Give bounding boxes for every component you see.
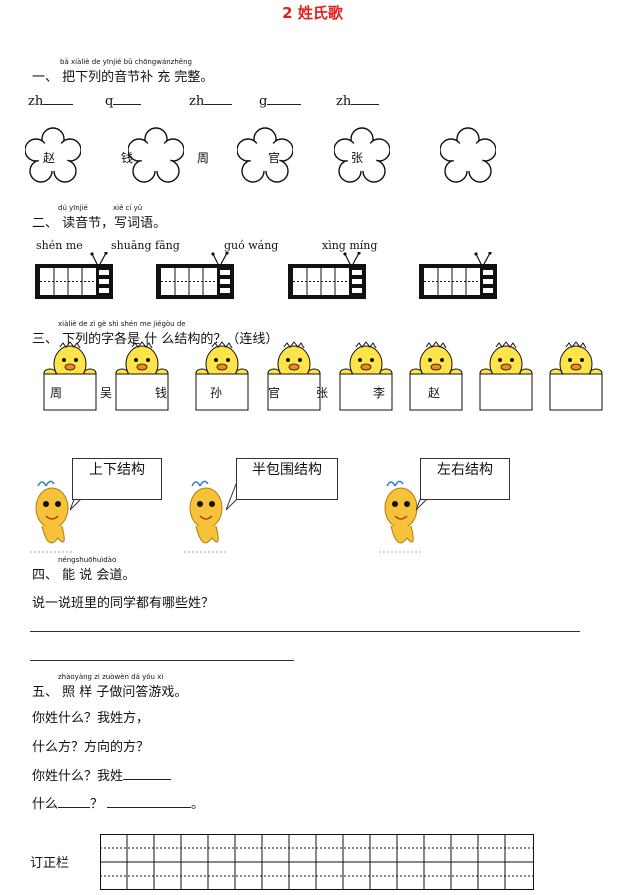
correction-label: 订正栏	[30, 856, 70, 871]
pot-char: 张	[316, 386, 329, 400]
flower-char: 官	[268, 151, 281, 165]
pot-char: 周	[50, 386, 63, 400]
q1-blank-5-prefix: zh	[336, 94, 352, 109]
flower-char: 钱	[121, 151, 134, 165]
flower-icon	[25, 127, 81, 183]
q1-blank-2-prefix: q	[105, 94, 114, 109]
q1-blank-1[interactable]: zh	[28, 92, 74, 109]
answer-blank[interactable]	[123, 767, 172, 780]
pot-char: 钱	[155, 386, 168, 400]
flower-char: 张	[351, 151, 364, 165]
q2-word: shén me	[36, 239, 83, 252]
q1-blank-3-prefix: zh	[189, 94, 205, 109]
flower-icon	[334, 127, 390, 183]
answer-line[interactable]	[30, 631, 580, 632]
tv-writing-box[interactable]	[287, 252, 367, 300]
q5-line-2: 什么方？方向的方？	[32, 740, 150, 755]
tv-writing-box[interactable]	[418, 252, 498, 300]
chick-pot-icon[interactable]	[36, 340, 104, 412]
q5-line-4-mark: ？	[90, 797, 104, 812]
pot-char: 赵	[428, 386, 441, 400]
q4-pinyin: néngshuōhuìdào	[58, 556, 117, 564]
bubble-label: 半包围结构	[252, 462, 322, 478]
tv-writing-box[interactable]	[155, 252, 235, 300]
answer-blank[interactable]	[58, 795, 91, 808]
chick-pot-icon[interactable]	[402, 340, 470, 412]
q1-heading: 一、 把下列的音节补 充 完整。	[32, 70, 214, 85]
q5-line-3-text: 你姓什么？我姓	[32, 769, 124, 784]
bubble-label: 上下结构	[89, 462, 145, 478]
pot-char: 孙	[210, 386, 223, 400]
tv-writing-box[interactable]	[34, 252, 114, 300]
structure-bubble-half-enclosed[interactable]: 半包围结构	[236, 458, 338, 500]
q2-heading: 二、 读音节，写词语。	[32, 216, 167, 231]
flower-icon	[128, 127, 184, 183]
q1-blank-5[interactable]: zh	[336, 92, 380, 109]
pot-char: 李	[373, 386, 386, 400]
q2-pinyin-b: xiě cí yǔ	[113, 204, 143, 212]
q3-heading: 三、 下列的字各是 什 么结构的？（连线）	[32, 332, 279, 347]
answer-blank[interactable]	[107, 795, 192, 808]
q2-word: xìng míng	[322, 239, 378, 252]
chick-pot-icon[interactable]	[260, 340, 328, 412]
chick-pot-icon[interactable]	[108, 340, 176, 412]
chick-pot-icon[interactable]	[332, 340, 400, 412]
q1-blank-3[interactable]: zh	[189, 92, 233, 109]
answer-line[interactable]	[30, 660, 294, 661]
q2-pinyin-a: dú yīnjié	[58, 204, 88, 212]
q2-word: shuāng fāng	[111, 239, 180, 252]
structure-bubble-left-right[interactable]: 左右结构	[420, 458, 510, 500]
chick-pot-icon[interactable]	[542, 340, 610, 412]
flower-icon	[237, 127, 293, 183]
q2-word: guó wáng	[224, 239, 279, 252]
page-title: 2 姓氏歌	[282, 4, 343, 22]
q5-line-1: 你姓什么？我姓方，	[32, 711, 150, 726]
q1-blank-2[interactable]: q	[105, 92, 142, 109]
mascot-icon	[184, 480, 228, 553]
pot-char: 官	[268, 386, 281, 400]
q3-pinyin: xiàliè de zì gè shì shén me jiégòu de	[58, 320, 186, 328]
q5-pinyin: zhàoyàng zi zuòwèn dá yóu xì	[58, 673, 164, 681]
q5-heading: 五、 照 样 子做问答游戏。	[32, 685, 188, 700]
pot-row	[36, 340, 616, 418]
q1-pinyin: bǎ xiàliè de yīnjié bǔ chōngwánzhěng	[60, 58, 192, 66]
q1-blank-1-prefix: zh	[28, 94, 44, 109]
pot-char: 吴	[100, 386, 113, 400]
q1-blank-4-prefix: g	[259, 94, 268, 109]
flower-char: 周	[197, 151, 210, 165]
q5-line-4: 什么 ？ 。	[32, 793, 204, 812]
q5-line-3: 你姓什么？我姓	[32, 765, 172, 784]
mascot-icon	[30, 480, 74, 553]
q5-line-4-text: 什么	[32, 797, 59, 812]
q1-blank-4[interactable]: g	[259, 92, 302, 109]
q5-line-4-end: 。	[191, 797, 205, 812]
q4-heading: 四、 能 说 会道。	[32, 568, 136, 583]
flower-char: 赵	[43, 151, 56, 165]
bubble-label: 左右结构	[437, 462, 493, 478]
flower-icon	[440, 127, 496, 183]
mascot-icon	[379, 480, 423, 553]
chick-pot-icon[interactable]	[188, 340, 256, 412]
correction-grid[interactable]	[100, 834, 534, 890]
structure-bubble-top-bottom[interactable]: 上下结构	[72, 458, 162, 500]
chick-pot-icon[interactable]	[472, 340, 540, 412]
q4-prompt: 说一说班里的同学都有哪些姓？	[32, 596, 215, 611]
